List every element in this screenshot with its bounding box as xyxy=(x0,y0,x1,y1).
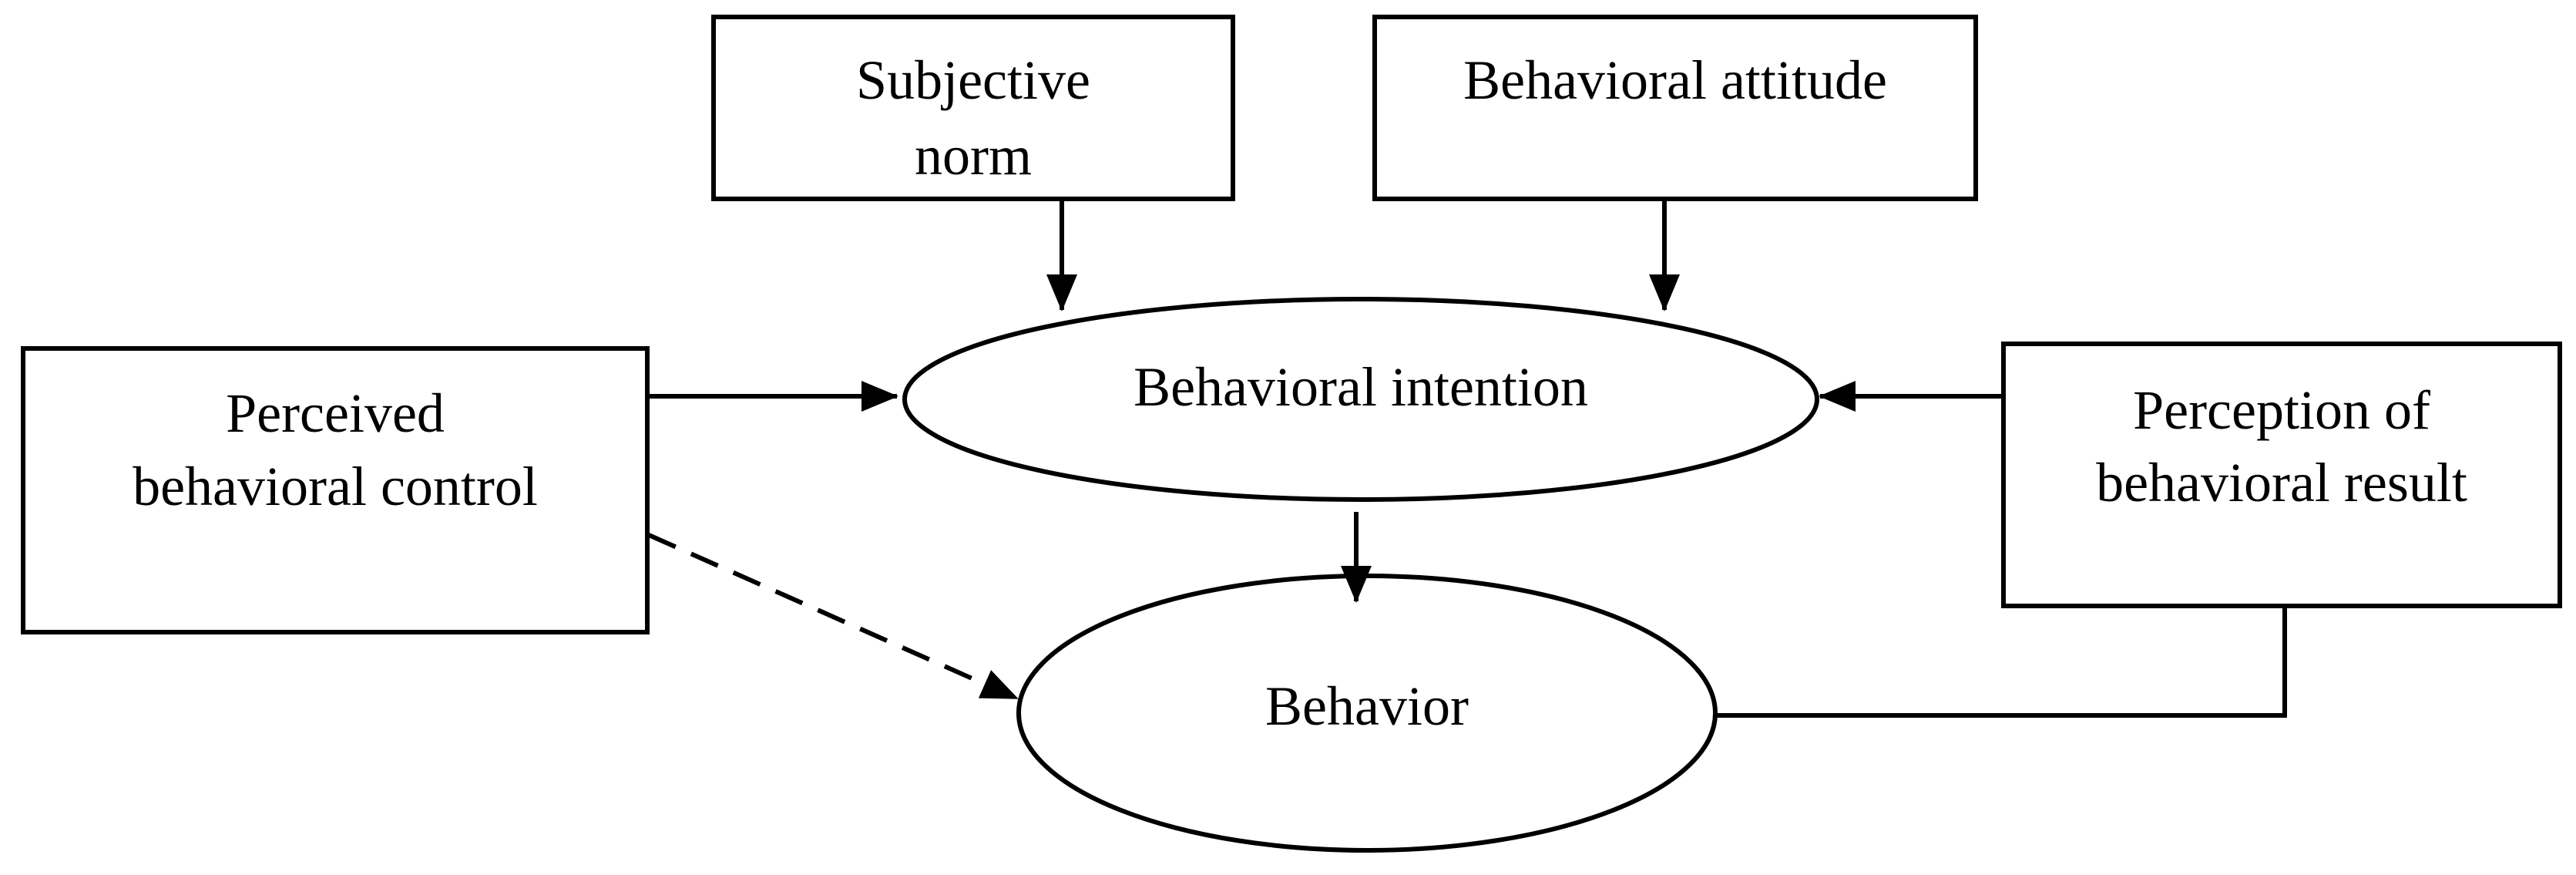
node-behavior: Behavior xyxy=(1016,574,1718,853)
subjective-norm-label-line2: norm xyxy=(915,125,1032,187)
perceived-control-label-line1: Perceived xyxy=(226,382,445,444)
node-behavioral-attitude: Behavioral attitude xyxy=(1372,15,1978,201)
perception-result-label-line2: behavioral result xyxy=(2096,452,2467,513)
perception-result-label-line1: Perception of xyxy=(2133,379,2430,441)
node-perception-of-behavioral-result: Perception of behavioral result xyxy=(2001,342,2562,608)
behavior-label: Behavior xyxy=(1265,675,1469,737)
node-perceived-behavioral-control: Perceived behavioral control xyxy=(21,346,650,634)
node-behavioral-intention: Behavioral intention xyxy=(902,297,1819,502)
behavioral-attitude-label: Behavioral attitude xyxy=(1463,49,1887,111)
perceived-control-label-line2: behavioral control xyxy=(133,456,538,517)
subjective-norm-label-line1: Subjective xyxy=(856,49,1090,111)
edge-behavior-to-perception-result xyxy=(1717,606,2287,718)
node-subjective-norm: Subjective norm xyxy=(711,15,1235,201)
edge-perceived-control-to-behavior-dashed xyxy=(647,533,1019,701)
behavioral-intention-label: Behavioral intention xyxy=(1134,356,1588,418)
